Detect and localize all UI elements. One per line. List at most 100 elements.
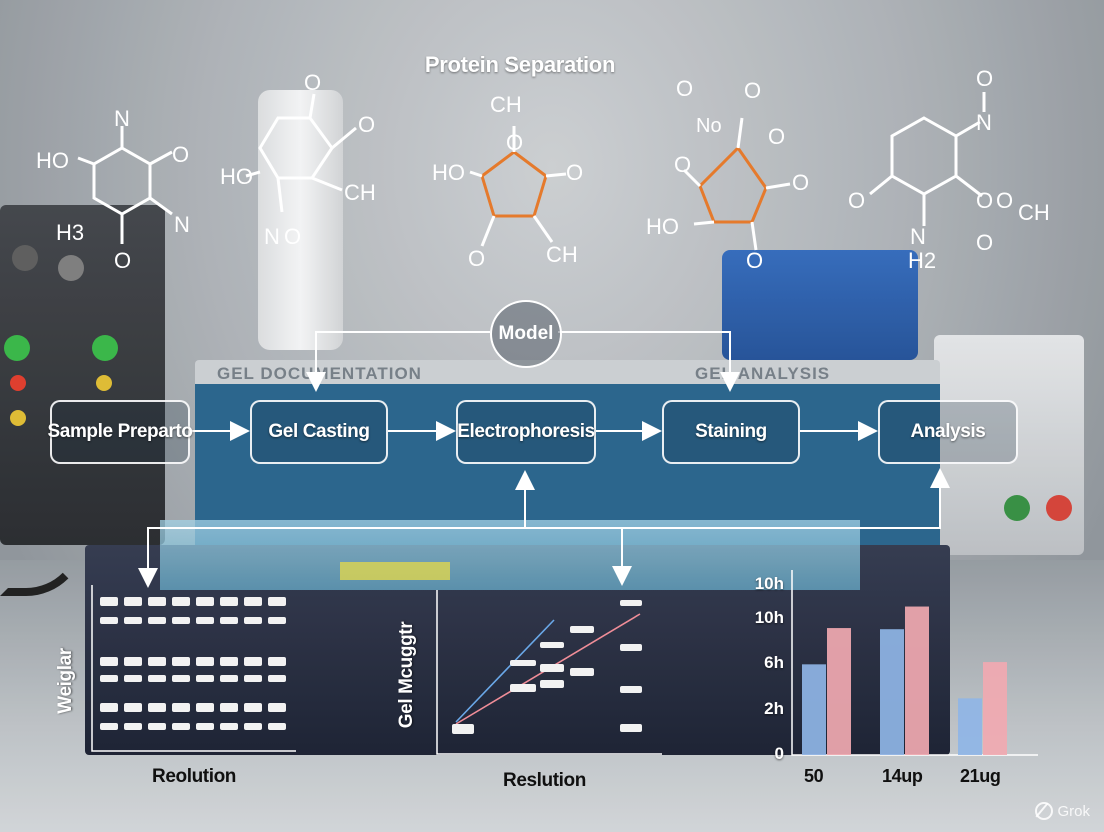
arrow-model-to-gel-casting: [306, 331, 490, 392]
molecule-3-atom: CH: [490, 92, 522, 117]
watermark-text: Grok: [1057, 802, 1090, 820]
gel-surface: [160, 520, 860, 590]
molecule-1-atom: O: [114, 248, 131, 273]
step-analysis: Analysis: [878, 400, 1018, 464]
gel-panel-1-xlabel: Reolution: [152, 766, 236, 787]
gel-band: [100, 617, 118, 624]
gel-band: [148, 723, 166, 730]
gel-band: [124, 703, 142, 712]
gel-band: [124, 597, 142, 606]
gel-band: [220, 617, 238, 624]
step-sample-preparation: Sample Preparto: [48, 400, 193, 464]
y-tick-label: 10h: [754, 608, 784, 627]
gel-band: [100, 723, 118, 730]
gel-band: [268, 597, 286, 606]
step-gel-casting: Gel Casting: [250, 400, 388, 464]
watermark: Grok: [1035, 802, 1090, 820]
bar: [880, 629, 904, 755]
gel-band: [172, 597, 190, 606]
gel-band: [196, 723, 214, 730]
molecule-3-atom: O: [566, 160, 583, 185]
background-cylinder: [258, 90, 343, 350]
gel-band: [100, 675, 118, 682]
molecule-4-atom: O: [744, 78, 761, 103]
gel-band: [570, 626, 594, 633]
gel-band: [244, 675, 262, 682]
molecule-5-atom: N: [976, 110, 992, 135]
molecule-2: O O HO CH N O: [220, 70, 376, 249]
y-tick-label: 2h: [764, 698, 784, 718]
gel-band: [268, 675, 286, 682]
molecule-1-atom: N: [174, 212, 190, 237]
molecule-5-atom: O: [996, 188, 1013, 213]
molecule-5: O N O O O CH N H2 O: [848, 66, 1050, 273]
y-tick-label: 0: [774, 744, 784, 763]
gel-band: [124, 617, 142, 624]
gel-band: [196, 675, 214, 682]
molecule-5-atom: N: [910, 224, 926, 249]
bar: [983, 662, 1007, 755]
arrow-panels-to-electrophoresis: [147, 468, 950, 582]
molecule-2-atom: N: [264, 224, 280, 249]
gel-band: [196, 657, 214, 666]
gel-band: [620, 686, 642, 693]
molecule-4-atom: O: [674, 152, 691, 177]
gel-band: [268, 657, 286, 666]
gel-panel-2-ylabel: Gel Mcuggtr: [396, 621, 417, 729]
molecule-5-atom: CH: [1018, 200, 1050, 225]
gel-band: [220, 723, 238, 730]
gel-band: [540, 664, 564, 672]
molecule-2-atom: O: [358, 112, 375, 137]
bar: [827, 628, 851, 755]
gel-band: [268, 723, 286, 730]
molecule-5-atom: O: [976, 66, 993, 91]
gel-band: [244, 597, 262, 606]
gel-panel-2: [436, 590, 662, 755]
grok-icon: [1035, 802, 1054, 820]
gel-band: [196, 703, 214, 712]
gel-band: [620, 724, 642, 732]
gel-band: [100, 597, 118, 606]
gel-band: [172, 703, 190, 712]
gel-band: [452, 724, 474, 734]
gel-band: [220, 703, 238, 712]
molecule-4-atom: No: [696, 115, 722, 137]
gel-band: [148, 703, 166, 712]
x-tick-label: 50: [804, 766, 824, 786]
gel-band: [510, 684, 536, 692]
gel-panel-2-blue-line: [455, 619, 555, 723]
diagram-title: Protein Separation: [424, 52, 616, 77]
model-node: Model: [490, 300, 562, 368]
step-electrophoresis: Electrophoresis: [456, 400, 596, 464]
molecule-5-atom: O: [848, 188, 865, 213]
gel-band: [620, 600, 642, 606]
gel-band: [540, 680, 564, 688]
gel-band: [172, 723, 190, 730]
gel-band: [570, 668, 594, 676]
molecule-structures: N HO O H3 O N O O HO CH N O: [36, 66, 1050, 273]
gel-band: [196, 597, 214, 606]
molecule-5-atom: H2: [908, 248, 936, 273]
gel-panel-1-ylabel: Weiglar: [55, 648, 76, 714]
gel-band: [172, 617, 190, 624]
molecule-3-atom: O: [506, 130, 523, 155]
gel-band: [220, 597, 238, 606]
gel-band: [510, 660, 536, 666]
y-tick-label: 6h: [764, 653, 784, 673]
molecule-4-atom: O: [792, 170, 809, 195]
gel-band: [268, 703, 286, 712]
gel-band: [124, 675, 142, 682]
gel-band: [124, 657, 142, 666]
bar: [802, 664, 826, 755]
gel-band: [124, 723, 142, 730]
molecule-4-atom: O: [768, 124, 785, 149]
gel-band: [244, 723, 262, 730]
gel-band: [244, 617, 262, 624]
molecule-5-atom: O: [976, 230, 993, 255]
gel-band: [148, 657, 166, 666]
molecule-4: O No O O O O HO O: [646, 76, 809, 273]
bar: [958, 698, 982, 755]
molecule-2-atom: O: [304, 70, 321, 95]
gel-band: [620, 644, 642, 651]
